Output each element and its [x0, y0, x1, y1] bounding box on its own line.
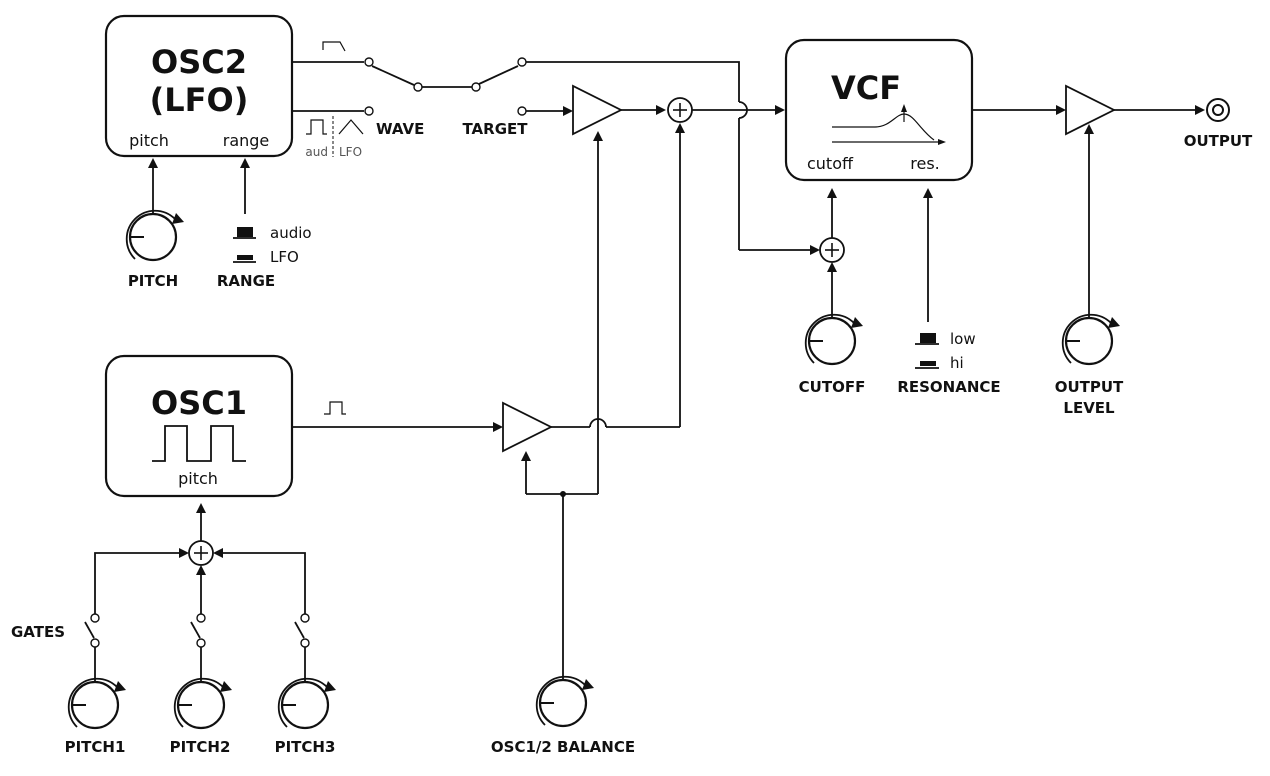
gates-label: GATES — [11, 623, 65, 641]
output-jack-label: OUTPUT — [1184, 132, 1253, 150]
output-jack[interactable] — [1206, 98, 1230, 122]
pitch1-knob[interactable] — [67, 677, 128, 730]
pitch3-knob-label: PITCH3 — [275, 738, 336, 756]
wave-switch[interactable] — [292, 41, 423, 116]
pitch-knob[interactable] — [125, 209, 186, 262]
wave-option-lfo: LFO — [339, 145, 362, 159]
vca1-control-arrow — [521, 451, 531, 461]
range-option-audio: audio — [270, 224, 312, 242]
osc2-pitch-arrow — [148, 158, 158, 168]
output-vca-input-arrow — [1056, 105, 1066, 115]
wave-shape-icons — [306, 116, 364, 157]
resonance-switch[interactable] — [915, 333, 939, 369]
osc1-square-icon — [324, 401, 346, 415]
sum-bottom-arrow — [675, 123, 685, 133]
osc2-title: OSC2 — [151, 43, 247, 81]
vca2-triangle — [572, 84, 624, 136]
pitch2-knob-label: PITCH2 — [170, 738, 231, 756]
resonance-option-low: low — [950, 330, 976, 348]
vcf-input-arrow — [775, 105, 785, 115]
cutoff-knob[interactable] — [804, 313, 865, 366]
osc1-block: OSC1 pitch — [104, 354, 294, 498]
balance-knob-label: OSC1/2 BALANCE — [491, 738, 635, 756]
vca2-input-arrow — [563, 106, 573, 116]
osc1-title: OSC1 — [151, 384, 247, 422]
output-jack-arrow — [1195, 105, 1205, 115]
osc1-pitch-arrow — [196, 503, 206, 513]
osc2-pitch-input-label: pitch — [129, 131, 169, 150]
sum-junction-main — [667, 97, 693, 123]
vca1-triangle — [502, 401, 554, 453]
vca1-input-arrow — [493, 422, 503, 432]
osc2-range-input-label: range — [223, 131, 270, 150]
gate3-sum-arrow — [213, 548, 223, 558]
vcf-resonance-arrow — [923, 188, 933, 198]
sum-top-arrow — [656, 105, 666, 115]
wave-switch-label: WAVE — [376, 120, 424, 138]
sum-junction-cutoff — [819, 237, 845, 263]
gate-switch-1[interactable] — [84, 613, 100, 648]
target-switch[interactable] — [422, 57, 527, 116]
vcf-cutoff-input-label: cutoff — [807, 154, 854, 173]
output-vca-triangle — [1065, 84, 1117, 136]
range-option-lfo: LFO — [270, 248, 299, 266]
gate2-sum-arrow — [196, 565, 206, 575]
osc2-block: OSC2 (LFO) pitch range — [104, 14, 294, 158]
vcf-resonance-input-label: res. — [910, 154, 940, 173]
gate1-sum-arrow — [179, 548, 189, 558]
vca2-control-arrow — [593, 131, 603, 141]
osc2-range-arrow — [240, 158, 250, 168]
vcf-block: VCF cutoff res. — [784, 38, 974, 182]
pitch-knob-label: PITCH — [128, 272, 178, 290]
gate-switch-2[interactable] — [190, 613, 206, 648]
osc1-pitch-input-label: pitch — [178, 469, 218, 488]
target-switch-label: TARGET — [462, 120, 528, 138]
gate-switch-3[interactable] — [294, 613, 310, 648]
range-switch-label: RANGE — [217, 272, 275, 290]
pitch3-knob[interactable] — [277, 677, 338, 730]
cutoff-sum-arrow — [810, 245, 820, 255]
pitch1-knob-label: PITCH1 — [65, 738, 126, 756]
pitch2-knob[interactable] — [173, 677, 234, 730]
output-level-label-line2: LEVEL — [1063, 399, 1115, 417]
output-level-label-line1: OUTPUT — [1055, 378, 1124, 396]
resonance-switch-label: RESONANCE — [897, 378, 1000, 396]
osc2-subtitle: (LFO) — [150, 81, 249, 119]
range-switch[interactable] — [233, 227, 256, 263]
sum-junction-pitch — [188, 540, 214, 566]
output-level-arrow — [1084, 124, 1094, 134]
wave-option-aud: aud — [305, 145, 328, 159]
vcf-cutoff-arrow — [827, 188, 837, 198]
cutoff-knob-label: CUTOFF — [799, 378, 866, 396]
resonance-option-hi: hi — [950, 354, 964, 372]
cutoff-knob-arrow — [827, 262, 837, 272]
balance-knob[interactable] — [535, 675, 596, 728]
osc1-square-wave-icon — [152, 425, 246, 462]
output-level-knob[interactable] — [1061, 313, 1122, 366]
vcf-title: VCF — [831, 69, 901, 107]
